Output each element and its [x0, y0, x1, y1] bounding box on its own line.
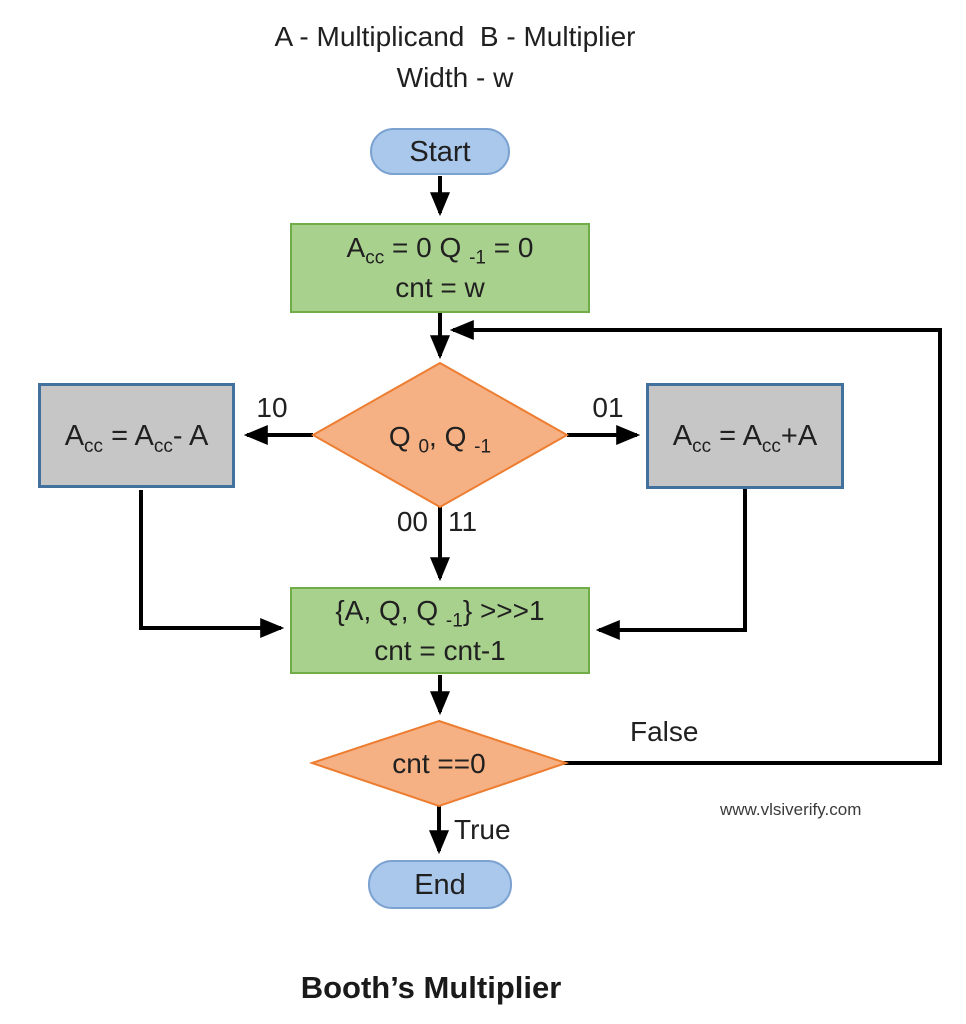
text-segment: +A [780, 420, 818, 452]
decision2-label: cnt ==0 [392, 748, 486, 779]
subscript: cc [692, 435, 712, 457]
subtract-box: Acc = Acc- A [38, 383, 235, 488]
edge-false-loopback [449, 320, 942, 765]
watermark: www.vlsiverify.com [720, 800, 862, 819]
subscript: 0 [418, 436, 430, 458]
branch-label-01: 01 [592, 392, 624, 423]
branch-label-10: 10 [256, 392, 288, 423]
init-line1: Acc = 0 Q -1 = 0 [347, 228, 534, 268]
text-segment: A [64, 419, 85, 452]
branch-label-true: True [454, 814, 511, 845]
text-segment: A [346, 232, 366, 263]
branch-label-00: 00 [396, 506, 428, 537]
subscript: -1 [469, 247, 486, 269]
end-node: End [368, 860, 512, 909]
text-segment: , Q [429, 421, 475, 452]
edge-add-to-shift [595, 489, 747, 640]
branch-label-false: False [630, 716, 699, 747]
branch-label-11: 11 [448, 506, 478, 537]
subscript: -1 [474, 436, 492, 458]
text-segment: = 0 [485, 232, 534, 263]
start-node: Start [370, 128, 510, 175]
legend-line2: Width - w [396, 62, 514, 93]
init-box: Acc = 0 Q -1 = 0 cnt = w [290, 223, 590, 313]
shift-line2: cnt = cnt-1 [374, 634, 506, 666]
legend-line1: A - Multiplicand B - Multiplier [274, 21, 636, 52]
decision2-diamond [308, 719, 570, 808]
init-line2: cnt = w [395, 272, 485, 303]
add-box: Acc = Acc+A [646, 383, 844, 489]
subtract-expression: Acc = Acc- A [65, 416, 209, 456]
decision1-diamond [310, 361, 570, 509]
text-segment: A [672, 420, 693, 452]
shift-box: {A, Q, Q -1} >>>1 cnt = cnt-1 [290, 587, 590, 674]
subscript: cc [761, 435, 781, 457]
add-expression: Acc = Acc+A [673, 416, 817, 456]
subscript: cc [365, 247, 385, 269]
text-segment: = A [711, 420, 762, 452]
text-segment: {A, Q, Q [335, 594, 446, 626]
text-segment: = A [103, 419, 154, 452]
subscript: cc [84, 435, 104, 457]
subscript: cc [153, 435, 173, 457]
text-segment: } >>>1 [462, 594, 545, 626]
text-segment: = 0 Q [384, 232, 470, 263]
start-label: Start [409, 135, 471, 168]
edge-subtract-to-shift [139, 490, 285, 638]
page-title: Booth’s Multiplier [300, 970, 562, 1005]
shift-line1: {A, Q, Q -1} >>>1 [335, 591, 544, 631]
end-label: End [414, 868, 466, 901]
legend: A - Multiplicand B - Multiplier Width - … [0, 16, 910, 98]
decision1-label: Q 0, Q -1 [313, 417, 567, 457]
subscript: -1 [445, 610, 463, 632]
text-segment: - A [172, 419, 209, 452]
text-segment: Q [388, 421, 419, 452]
